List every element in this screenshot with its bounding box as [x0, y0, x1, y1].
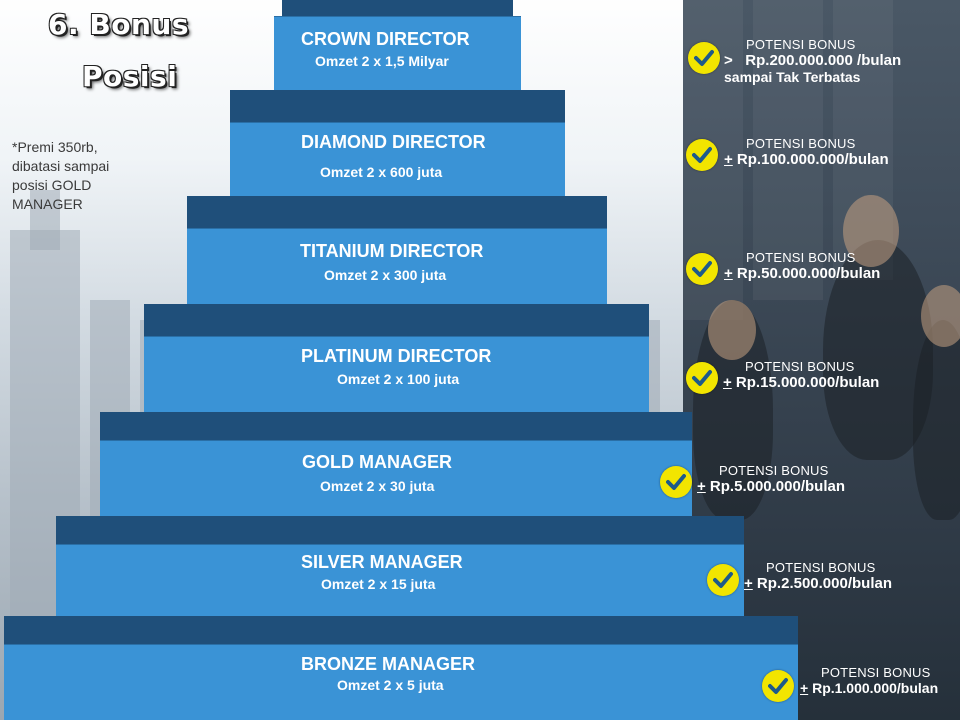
pyramid-step-diamond: DIAMOND DIRECTOR Omzet 2 x 600 juta [230, 90, 565, 196]
bonus-value: > Rp.200.000.000 /bulan [724, 52, 901, 69]
bonus-amount: Rp.50.000.000/bulan [732, 265, 881, 282]
bonus-platinum: POTENSI BONUS + Rp.15.000.000/bulan [723, 359, 879, 391]
bonus-prefix: + [697, 478, 706, 495]
level-omzet: Omzet 2 x 15 juta [321, 576, 436, 592]
premium-note: *Premi 350rb, dibatasi sampai posisi GOL… [12, 139, 110, 212]
level-omzet: Omzet 2 x 100 juta [337, 371, 460, 387]
bonus-value: + Rp.1.000.000/bulan [800, 680, 938, 696]
level-name: BRONZE MANAGER [301, 654, 475, 674]
bonus-amount: Rp.2.500.000/bulan [752, 575, 892, 592]
level-name: DIAMOND DIRECTOR [301, 132, 486, 152]
bonus-prefix: + [724, 151, 733, 168]
pyramid-step-silver: SILVER MANAGER Omzet 2 x 15 juta [56, 516, 744, 616]
bonus-titanium: POTENSI BONUS + Rp.50.000.000/bulan [724, 250, 880, 282]
checkmark-circle-icon [686, 139, 718, 171]
bonus-title: POTENSI BONUS [821, 665, 931, 680]
bonus-amount: Rp.1.000.000/bulan [808, 680, 939, 696]
level-omzet: Omzet 2 x 600 juta [320, 164, 443, 180]
pyramid-step-gold: GOLD MANAGER Omzet 2 x 30 juta [100, 412, 692, 516]
level-omzet: Omzet 2 x 30 juta [320, 478, 435, 494]
bonus-prefix: > [724, 52, 733, 69]
bonus-amount: Rp.200.000.000 /bulan [745, 52, 902, 69]
bonus-value: + Rp.50.000.000/bulan [724, 265, 880, 282]
bonus-silver: POTENSI BONUS + Rp.2.500.000/bulan [744, 560, 892, 592]
checkmark-circle-icon [707, 564, 739, 596]
checkmark-circle-icon [762, 670, 794, 702]
checkmark-circle-icon [688, 42, 720, 74]
bonus-title: POTENSI BONUS [719, 463, 829, 478]
bonus-amount: Rp.5.000.000/bulan [705, 478, 845, 495]
bonus-title: POTENSI BONUS [746, 250, 856, 265]
bonus-value: + Rp.5.000.000/bulan [697, 478, 845, 495]
pyramid-step-crown: CROWN DIRECTOR Omzet 2 x 1,5 Milyar [274, 0, 521, 90]
bonus-prefix: + [724, 265, 733, 282]
bonus-title: POTENSI BONUS [745, 359, 855, 374]
bonus-prefix: + [723, 374, 732, 391]
level-omzet: Omzet 2 x 300 juta [324, 267, 447, 283]
bonus-value: + Rp.100.000.000/bulan [724, 151, 889, 168]
bonus-amount: Rp.100.000.000/bulan [732, 151, 889, 168]
pyramid-step-platinum: PLATINUM DIRECTOR Omzet 2 x 100 juta [144, 304, 649, 412]
level-name: CROWN DIRECTOR [301, 29, 470, 49]
bonus-crown: POTENSI BONUS > Rp.200.000.000 /bulan sa… [724, 37, 901, 85]
level-name: GOLD MANAGER [302, 452, 452, 472]
bonus-value: + Rp.2.500.000/bulan [744, 575, 892, 592]
checkmark-circle-icon [686, 362, 718, 394]
bonus-extra: sampai Tak Terbatas [724, 69, 861, 85]
level-omzet: Omzet 2 x 5 juta [337, 677, 444, 693]
pyramid-step-bronze: BRONZE MANAGER Omzet 2 x 5 juta [4, 616, 798, 720]
bonus-prefix: + [744, 575, 753, 592]
level-name: SILVER MANAGER [301, 552, 463, 572]
slide-title-line-2: Posisi [82, 60, 178, 93]
bonus-title: POTENSI BONUS [766, 560, 876, 575]
bonus-prefix: + [800, 680, 809, 696]
checkmark-circle-icon [660, 466, 692, 498]
level-name: PLATINUM DIRECTOR [301, 346, 492, 366]
checkmark-circle-icon [686, 253, 718, 285]
bonus-bronze: POTENSI BONUS + Rp.1.000.000/bulan [800, 665, 938, 696]
pyramid-step-titanium: TITANIUM DIRECTOR Omzet 2 x 300 juta [187, 196, 607, 304]
level-name: TITANIUM DIRECTOR [300, 241, 484, 261]
bonus-amount: Rp.15.000.000/bulan [731, 374, 880, 391]
bonus-gold: POTENSI BONUS + Rp.5.000.000/bulan [697, 463, 845, 495]
bonus-title: POTENSI BONUS [746, 37, 856, 52]
bonus-diamond: POTENSI BONUS + Rp.100.000.000/bulan [724, 136, 889, 168]
level-omzet: Omzet 2 x 1,5 Milyar [315, 53, 449, 69]
bonus-value: + Rp.15.000.000/bulan [723, 374, 879, 391]
bonus-title: POTENSI BONUS [746, 136, 856, 151]
slide-title-line-1: 6. Bonus [48, 8, 189, 41]
